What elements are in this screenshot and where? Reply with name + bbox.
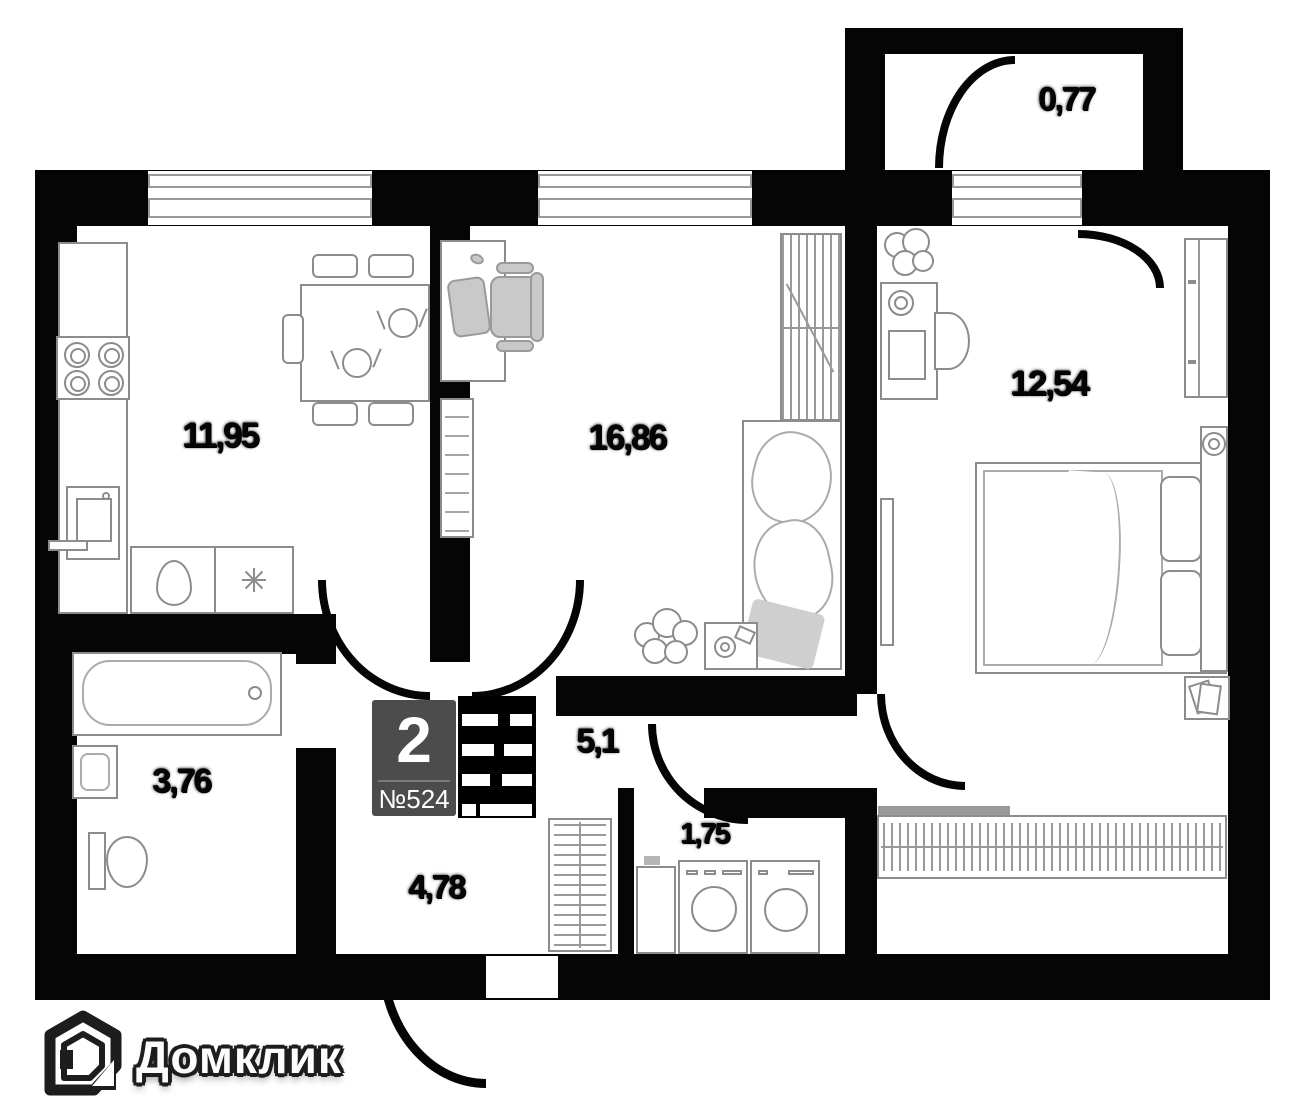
- bedroom-area-label: 12,54: [1010, 364, 1090, 403]
- apartment-badge: 2 №524: [372, 700, 456, 816]
- headboard-detail-inner: [1208, 438, 1220, 450]
- hallway-area-label: 5,1: [576, 722, 619, 760]
- dishwasher: [214, 546, 294, 614]
- wall-kitchen-bath: [35, 614, 335, 654]
- cabinet-handle: [48, 540, 88, 551]
- window-kitchen-sill: [148, 174, 372, 188]
- toilet-tank: [88, 832, 106, 890]
- closet-shelf: [878, 806, 1010, 815]
- laundry-basket: [644, 856, 660, 865]
- room-count: 2: [396, 704, 432, 776]
- door-arc-bedroom: [877, 694, 965, 790]
- wall-living-bedroom: [845, 226, 877, 694]
- burner: [98, 342, 124, 368]
- wall-bottom-exterior: [35, 954, 1270, 1000]
- vanity-drawer: [888, 330, 926, 380]
- wall-laundry-left: [618, 788, 634, 954]
- kitchen-area-label: 11,95: [182, 416, 260, 455]
- office-chair-back: [530, 272, 544, 342]
- place-setting: [342, 348, 372, 378]
- domclick-logo: Домклик: [40, 1008, 341, 1104]
- wardrobe-living: [780, 233, 842, 421]
- wall-living-bottom: [556, 676, 857, 716]
- office-chair-arm: [496, 262, 534, 274]
- headboard: [1200, 426, 1228, 672]
- door-arc-balcony: [935, 56, 1015, 168]
- vanity-chair: [934, 312, 970, 370]
- wall-right-exterior: [1228, 170, 1270, 1000]
- apartment-number: №524: [378, 784, 450, 814]
- window-bedroom-frame: [952, 198, 1082, 218]
- bookshelf: [440, 398, 474, 538]
- dining-chair: [312, 402, 358, 426]
- toilet-bowl: [106, 836, 148, 888]
- closet-hanger-rail: [877, 815, 1227, 879]
- redacted-info-block: [458, 696, 536, 818]
- bathtub-inner: [82, 660, 272, 726]
- house-icon: [44, 1010, 122, 1096]
- bathroom-sink-bowl: [80, 753, 110, 791]
- laundry-cabinet: [636, 866, 676, 954]
- dining-chair: [368, 254, 414, 278]
- laundry-area-label: 1,75: [680, 818, 730, 850]
- door-opening-entrance: [486, 956, 558, 998]
- washing-machine-1: [678, 860, 748, 954]
- vanity-mirror: [888, 290, 914, 316]
- window-living-sill: [538, 174, 752, 188]
- place-setting: [388, 308, 418, 338]
- pillow: [1160, 476, 1202, 562]
- burner: [98, 370, 124, 396]
- door-arc-laundry: [648, 724, 748, 824]
- pillow: [1160, 570, 1202, 656]
- office-chair-arm: [496, 340, 534, 352]
- corridor-wardrobe: [548, 818, 612, 952]
- vanity-mirror-inner: [894, 296, 908, 310]
- kitchen-sink: [156, 560, 192, 606]
- living-area-label: 16,86: [588, 418, 668, 457]
- door-opening-bathroom: [296, 664, 336, 748]
- kitchen-cabinet-inner: [76, 498, 112, 542]
- dining-chair: [368, 402, 414, 426]
- wall-balcony-top: [845, 28, 1183, 54]
- dining-chair: [312, 254, 358, 278]
- washing-machine-2: [750, 860, 820, 954]
- logo-text: Домклик: [136, 1031, 342, 1083]
- wall-hall-stub: [430, 578, 470, 662]
- cup-inner: [720, 642, 730, 652]
- window-living-frame: [538, 198, 752, 218]
- book: [1196, 682, 1222, 716]
- balcony-area-label: 0,77: [1038, 80, 1096, 117]
- dining-chair: [282, 314, 304, 364]
- dining-table: [300, 284, 430, 402]
- cabinet-knob: [102, 492, 110, 500]
- door-arc-balcony-inner: [1078, 230, 1164, 288]
- dishwasher-icon: [242, 568, 266, 592]
- window-kitchen-frame: [148, 198, 372, 218]
- stove: [56, 336, 130, 400]
- window-bedroom-sill: [952, 174, 1082, 188]
- burner: [64, 342, 90, 368]
- corridor-area-label: 4,78: [408, 868, 466, 905]
- door-arc-entrance: [378, 958, 486, 1088]
- wall-balcony-right: [1143, 28, 1183, 170]
- desk-pad: [446, 275, 492, 339]
- bathroom-area-label: 3,76: [152, 762, 212, 800]
- badge-divider: [378, 780, 450, 782]
- bathtub-drain: [248, 686, 262, 700]
- radiator: [880, 498, 894, 646]
- wardrobe-bedroom: [1184, 238, 1228, 398]
- burner: [64, 370, 90, 396]
